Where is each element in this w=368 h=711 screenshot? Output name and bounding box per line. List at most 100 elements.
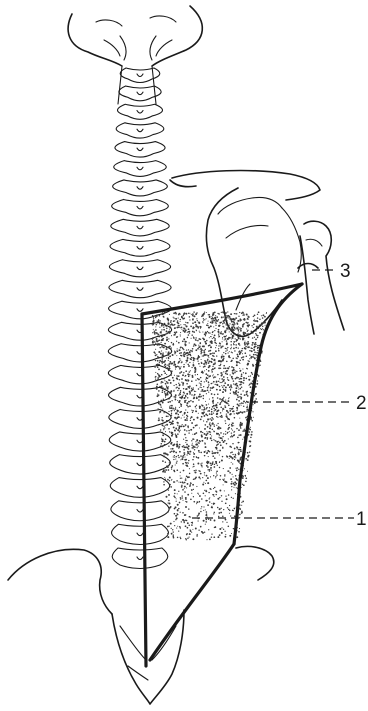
stipple-dot <box>217 381 218 382</box>
stipple-dot <box>180 336 181 337</box>
stipple-dot <box>240 427 241 428</box>
stipple-dot <box>168 366 170 368</box>
stipple-dot <box>230 436 231 437</box>
callout-label-2: 2 <box>356 393 367 414</box>
stipple-dot <box>231 462 232 463</box>
stipple-dot <box>234 319 236 321</box>
stipple-dot <box>217 428 219 430</box>
stipple-dot <box>197 520 198 521</box>
stipple-dot <box>163 329 165 331</box>
stipple-dot <box>243 332 245 334</box>
stipple-dot <box>229 410 231 412</box>
stipple-dot <box>174 489 176 491</box>
stipple-dot <box>203 363 205 365</box>
stipple-dot <box>184 454 186 456</box>
stipple-dot <box>157 363 159 365</box>
stipple-dot <box>207 389 209 391</box>
stipple-dot <box>195 391 196 392</box>
stipple-dot <box>225 423 226 424</box>
stipple-dot <box>251 372 252 373</box>
stipple-dot <box>239 344 240 345</box>
stipple-dot <box>156 338 158 340</box>
stipple-dot <box>169 503 171 505</box>
stipple-dot <box>191 410 192 411</box>
stipple-dot <box>203 386 204 387</box>
stipple-dot <box>231 408 233 410</box>
stipple-dot <box>201 387 202 388</box>
stipple-dot <box>165 438 167 440</box>
stipple-dot <box>238 337 240 339</box>
stipple-dot <box>223 479 225 481</box>
stipple-dot <box>250 392 252 394</box>
stipple-dot <box>237 403 239 405</box>
stipple-dot <box>189 537 190 538</box>
stipple-dot <box>234 413 235 414</box>
stipple-dot <box>265 325 266 326</box>
stipple-dot <box>195 337 196 338</box>
stipple-dot <box>189 533 191 535</box>
stipple-dot <box>214 335 216 337</box>
stipple-dot <box>196 385 197 386</box>
stipple-dot <box>216 404 217 405</box>
stipple-dot <box>200 328 201 329</box>
stipple-dot <box>225 536 227 538</box>
vertebra <box>111 219 169 236</box>
stipple-dot <box>204 366 206 368</box>
stipple-dot <box>178 491 179 492</box>
stipple-dot <box>235 475 236 476</box>
stipple-dot <box>212 332 214 334</box>
stipple-dot <box>175 327 176 328</box>
stipple-dot <box>179 349 181 351</box>
stipple-dot <box>177 390 178 391</box>
stipple-dot <box>186 388 188 390</box>
stipple-dot <box>155 329 156 330</box>
stipple-dot <box>244 429 245 430</box>
stipple-dot <box>243 313 244 314</box>
stipple-dot <box>185 424 187 426</box>
stipple-dot <box>183 382 185 384</box>
stipple-dot <box>205 331 207 333</box>
stipple-dot <box>176 461 177 462</box>
stipple-dot <box>251 325 252 326</box>
stipple-dot <box>156 340 158 342</box>
stipple-dot <box>237 467 238 468</box>
stipple-dot <box>158 344 160 346</box>
stipple-dot <box>193 439 194 440</box>
vertebra <box>109 280 171 297</box>
stipple-dot <box>231 376 233 378</box>
stipple-dot <box>213 352 215 354</box>
stipple-dot <box>225 400 226 401</box>
stipple-dot <box>195 349 197 351</box>
stipple-dot <box>199 366 200 367</box>
stipple-dot <box>240 338 241 339</box>
stipple-dot <box>193 453 195 455</box>
stipple-dot <box>203 313 205 315</box>
stipple-dot <box>228 405 230 407</box>
stipple-dot <box>243 400 245 402</box>
stipple-dot <box>238 328 239 329</box>
stipple-dot <box>236 470 238 472</box>
stipple-dot <box>157 395 159 397</box>
stipple-dot <box>237 449 238 450</box>
stipple-dot <box>222 391 224 393</box>
stipple-dot <box>235 338 236 339</box>
stipple-dot <box>175 394 177 396</box>
stipple-dot <box>179 393 180 394</box>
stipple-dot <box>217 374 218 375</box>
stipple-dot <box>222 337 223 338</box>
stipple-dot <box>214 330 215 331</box>
stipple-dot <box>227 349 228 350</box>
stipple-dot <box>197 534 198 535</box>
stipple-dot <box>207 359 209 361</box>
stipple-dot <box>153 329 154 330</box>
stipple-dot <box>229 408 231 410</box>
stipple-dot <box>183 388 184 389</box>
stipple-dot <box>243 406 244 407</box>
stipple-dot <box>158 357 159 358</box>
stipple-dot <box>206 380 208 382</box>
stipple-dot <box>181 458 183 460</box>
stipple-dot <box>246 328 247 329</box>
stipple-dot <box>218 350 220 352</box>
stipple-dot <box>251 434 253 436</box>
stipple-dot <box>232 458 233 459</box>
